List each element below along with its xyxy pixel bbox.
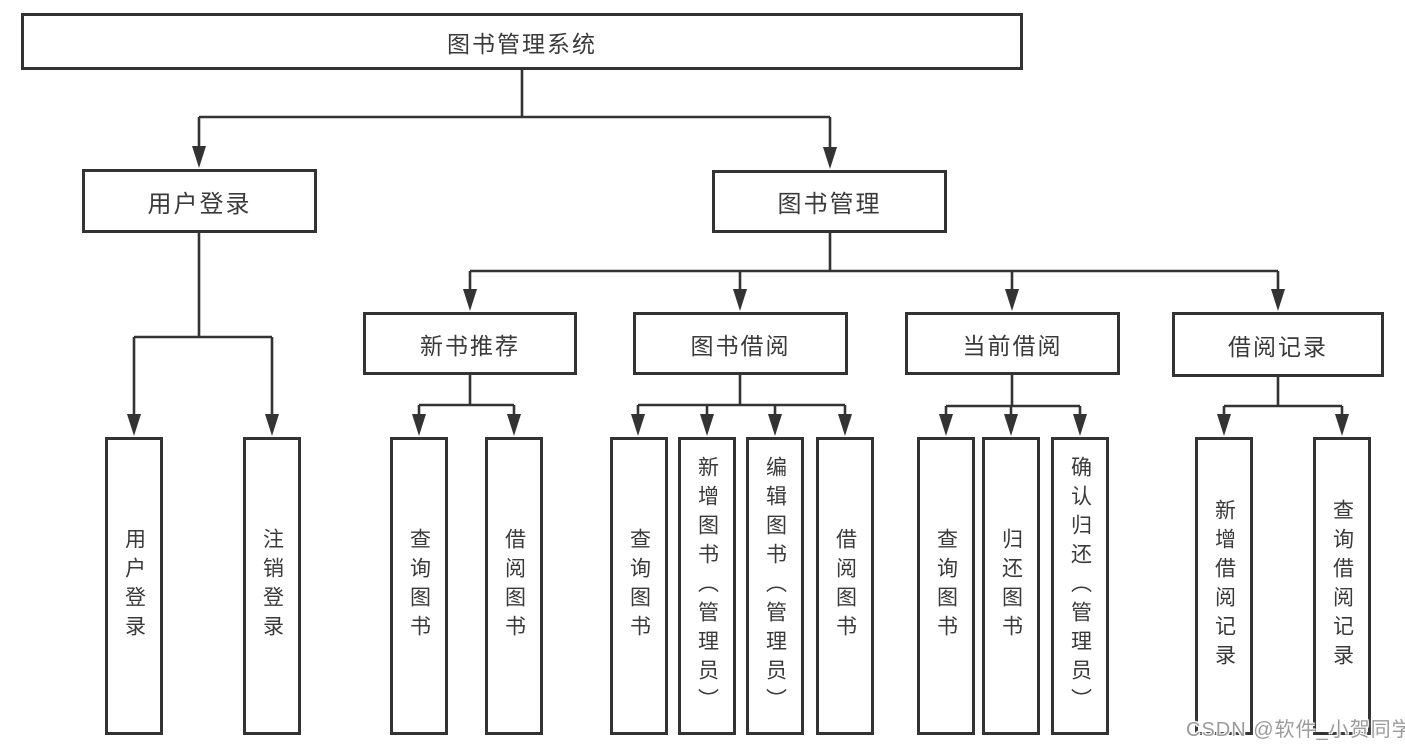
node-library-management-system: 图书管理系统 [21,13,1023,70]
leaf-current-return-books: 归还图书 [982,437,1040,735]
leaf-borrowing-add-books-admin-label: 新增图书（管理员） [695,455,719,717]
leaf-borrowing-query-books-label: 查询图书 [627,528,651,644]
leaf-newbook-query-books: 查询图书 [390,437,448,735]
leaf-records-query-borrow-record-label: 查询借阅记录 [1330,499,1354,673]
leaf-records-add-borrow-record-label: 新增借阅记录 [1212,499,1236,673]
leaf-newbook-borrow-books: 借阅图书 [485,437,543,735]
node-new-book-recommendation: 新书推荐 [363,312,577,375]
node-book-borrowing: 图书借阅 [633,312,848,375]
leaf-borrowing-query-books: 查询图书 [610,437,668,735]
leaf-logout: 注销登录 [243,437,301,735]
leaf-newbook-borrow-books-label: 借阅图书 [502,528,526,644]
leaf-logout-label: 注销登录 [260,528,284,644]
leaf-borrowing-add-books-admin: 新增图书（管理员） [678,437,736,735]
csdn-watermark: CSDN @软件_小贺同学 [1186,719,1405,741]
node-user-login: 用户登录 [82,169,317,233]
leaf-records-query-borrow-record: 查询借阅记录 [1313,437,1371,735]
leaf-borrowing-edit-books-admin-label: 编辑图书（管理员） [763,455,787,717]
node-borrowing-records: 借阅记录 [1172,312,1384,377]
leaf-current-confirm-return-admin-label: 确认归还（管理员） [1068,455,1092,717]
leaf-records-add-borrow-record: 新增借阅记录 [1195,437,1253,735]
leaf-current-query-books: 查询图书 [917,437,975,735]
leaf-user-login: 用户登录 [105,437,163,735]
node-current-borrowing: 当前借阅 [905,312,1120,375]
leaf-newbook-query-books-label: 查询图书 [407,528,431,644]
leaf-borrowing-borrow-books-label: 借阅图书 [833,528,857,644]
leaf-current-confirm-return-admin: 确认归还（管理员） [1051,437,1109,735]
leaf-current-return-books-label: 归还图书 [999,528,1023,644]
leaf-borrowing-edit-books-admin: 编辑图书（管理员） [746,437,804,735]
leaf-borrowing-borrow-books: 借阅图书 [816,437,874,735]
node-book-management: 图书管理 [712,170,947,233]
leaf-user-login-label: 用户登录 [122,528,146,644]
leaf-current-query-books-label: 查询图书 [934,528,958,644]
